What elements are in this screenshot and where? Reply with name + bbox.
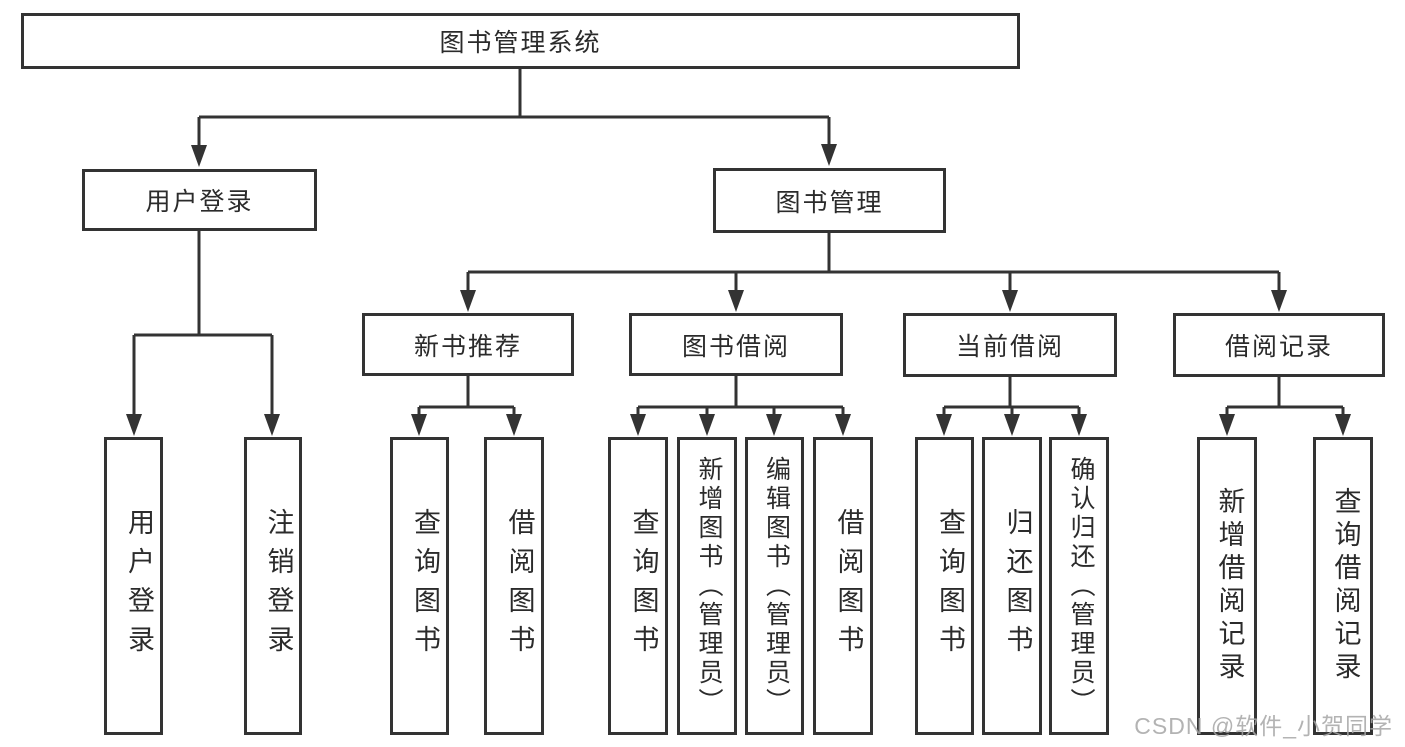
leaf-label: 借阅图书 xyxy=(833,508,864,664)
node-label: 图书借阅 xyxy=(681,332,790,361)
node-library-management-system: 图书管理系统 xyxy=(21,13,1020,69)
node-borrow-records: 借阅记录 xyxy=(1173,313,1385,377)
leaf-edit-book-admin: 编辑图书（管理员） xyxy=(745,437,804,735)
node-current-borrow: 当前借阅 xyxy=(903,313,1117,377)
leaf-label: 借阅图书 xyxy=(504,508,535,664)
leaf-return-book: 归还图书 xyxy=(982,437,1042,735)
connector xyxy=(1225,377,1345,418)
leaf-query-borrow-record: 查询借阅记录 xyxy=(1313,437,1373,735)
leaf-label: 注销登录 xyxy=(263,508,294,664)
node-user-login: 用户登录 xyxy=(82,169,317,231)
node-book-borrow: 图书借阅 xyxy=(629,313,843,376)
leaf-borrow-books-recommend: 借阅图书 xyxy=(484,437,544,735)
arrowheads xyxy=(126,144,1351,436)
connector-lines xyxy=(132,69,1345,418)
node-label: 用户登录 xyxy=(145,188,254,216)
leaf-query-books-current: 查询图书 xyxy=(915,437,974,735)
leaf-label: 确认归还（管理员） xyxy=(1067,455,1095,717)
leaf-label: 查询图书 xyxy=(935,508,965,664)
leaf-user-login: 用户登录 xyxy=(104,437,163,735)
leaf-label: 查询借阅记录 xyxy=(1330,487,1361,685)
node-label: 图书管理系统 xyxy=(439,29,602,57)
leaf-add-book-admin: 新增图书（管理员） xyxy=(677,437,737,735)
leaf-label: 归还图书 xyxy=(1002,508,1033,664)
connector xyxy=(942,377,1081,418)
node-label: 借阅记录 xyxy=(1224,333,1333,361)
node-new-book-recommend: 新书推荐 xyxy=(362,313,574,376)
node-label: 当前借阅 xyxy=(955,333,1064,361)
csdn-watermark: CSDN @软件_小贺同学 xyxy=(1134,713,1393,739)
node-label: 新书推荐 xyxy=(413,332,522,361)
leaf-query-books-recommend: 查询图书 xyxy=(390,437,449,735)
connector xyxy=(417,376,516,418)
node-label: 图书管理 xyxy=(775,188,884,217)
connector xyxy=(197,69,831,147)
leaf-query-books-borrow: 查询图书 xyxy=(608,437,668,735)
connector xyxy=(132,231,274,418)
leaf-confirm-return-admin: 确认归还（管理员） xyxy=(1049,437,1109,735)
connector xyxy=(636,376,845,418)
leaf-logout: 注销登录 xyxy=(244,437,302,735)
leaf-label: 查询图书 xyxy=(628,508,659,664)
leaf-label: 查询图书 xyxy=(410,508,440,664)
leaf-label: 用户登录 xyxy=(124,508,154,664)
leaf-add-borrow-record: 新增借阅记录 xyxy=(1197,437,1257,735)
connector xyxy=(466,233,1281,294)
leaf-borrow-books: 借阅图书 xyxy=(813,437,873,735)
leaf-label: 新增借阅记录 xyxy=(1214,487,1245,685)
leaf-label: 编辑图书（管理员） xyxy=(762,455,791,717)
node-book-management: 图书管理 xyxy=(713,168,946,233)
leaf-label: 新增图书（管理员） xyxy=(695,455,723,717)
